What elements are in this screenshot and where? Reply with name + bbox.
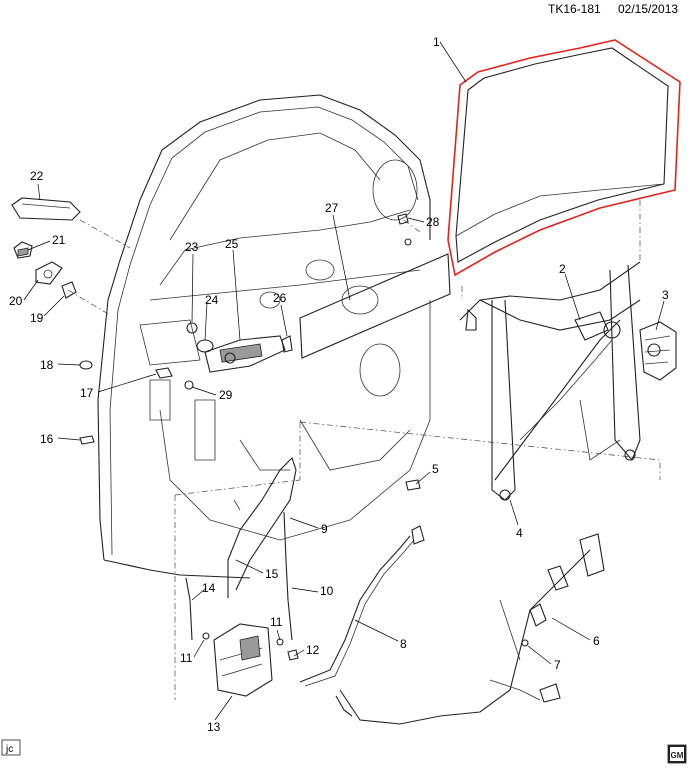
callout-6: 6 [593,634,600,648]
leader-lines [23,41,665,721]
regulator-motor [639,321,677,381]
door-inner-panel [97,94,431,579]
window-glass [447,39,681,277]
callout-17: 17 [80,386,94,400]
callout-29: 29 [219,388,233,402]
projection-lines [67,200,661,700]
callout-13: 13 [207,720,221,734]
callout-14: 14 [202,581,216,595]
door-latch [213,623,273,697]
latch-screw-left [202,632,210,640]
callout-3: 3 [662,288,669,302]
callout-20: 20 [9,294,23,308]
callout-4: 4 [516,526,523,540]
plug [79,360,93,370]
callout-25: 25 [225,237,239,251]
lock-rod [185,577,193,641]
callout-5: 5 [432,462,439,476]
regulator-connector [574,311,609,341]
callout-labels: 1 2 3 4 5 6 7 8 9 10 11 11 12 13 14 15 1… [9,35,669,734]
rod-clip [155,367,173,379]
callout-26: 26 [273,291,287,305]
callout-15: 15 [265,567,279,581]
callout-18: 18 [40,358,54,372]
bolt-upper [397,213,409,225]
callout-21: 21 [52,233,66,247]
callout-19: 19 [30,311,44,325]
callout-27: 27 [325,201,339,215]
handle-seal [186,322,198,334]
svg-text:jc: jc [5,744,13,755]
handle-clip [281,335,293,353]
callout-9: 9 [321,522,328,536]
callout-28: 28 [426,215,440,229]
figure-code: TK16-181 [548,2,601,16]
callout-23: 23 [185,240,199,254]
harness-clip [521,639,529,647]
callout-16: 16 [40,432,54,446]
outside-handle [11,197,81,221]
water-deflector [299,253,451,359]
figure-date: 02/15/2013 [618,2,678,16]
callout-11-right: 11 [270,615,283,629]
callout-12: 12 [306,643,320,657]
window-regulator [459,261,641,501]
bolt-upper-2 [404,238,412,246]
callout-10: 10 [320,584,334,598]
inside-handle-assembly [204,335,286,373]
lock-cylinder [61,281,77,299]
handle-screw [184,380,194,390]
outside-handle-rod [283,511,293,641]
svg-text:GM: GM [671,751,684,760]
door-harness [299,525,605,725]
callout-7: 7 [554,658,561,672]
callout-24: 24 [205,293,219,307]
callout-8: 8 [400,637,407,651]
callout-1: 1 [433,35,440,49]
footer-initials: jc [1,739,21,756]
callout-11-left: 11 [180,651,193,665]
callout-2: 2 [559,262,566,276]
bolt [79,435,95,445]
callout-22: 22 [30,169,44,183]
lock-cylinder-housing [35,261,63,285]
regulator-bolt [405,479,421,491]
handle-retainer [196,339,214,353]
latch-bolt [287,649,299,661]
inside-handle-cable [227,456,297,598]
handle-bezel [13,241,33,259]
gm-logo: GM [667,744,687,764]
